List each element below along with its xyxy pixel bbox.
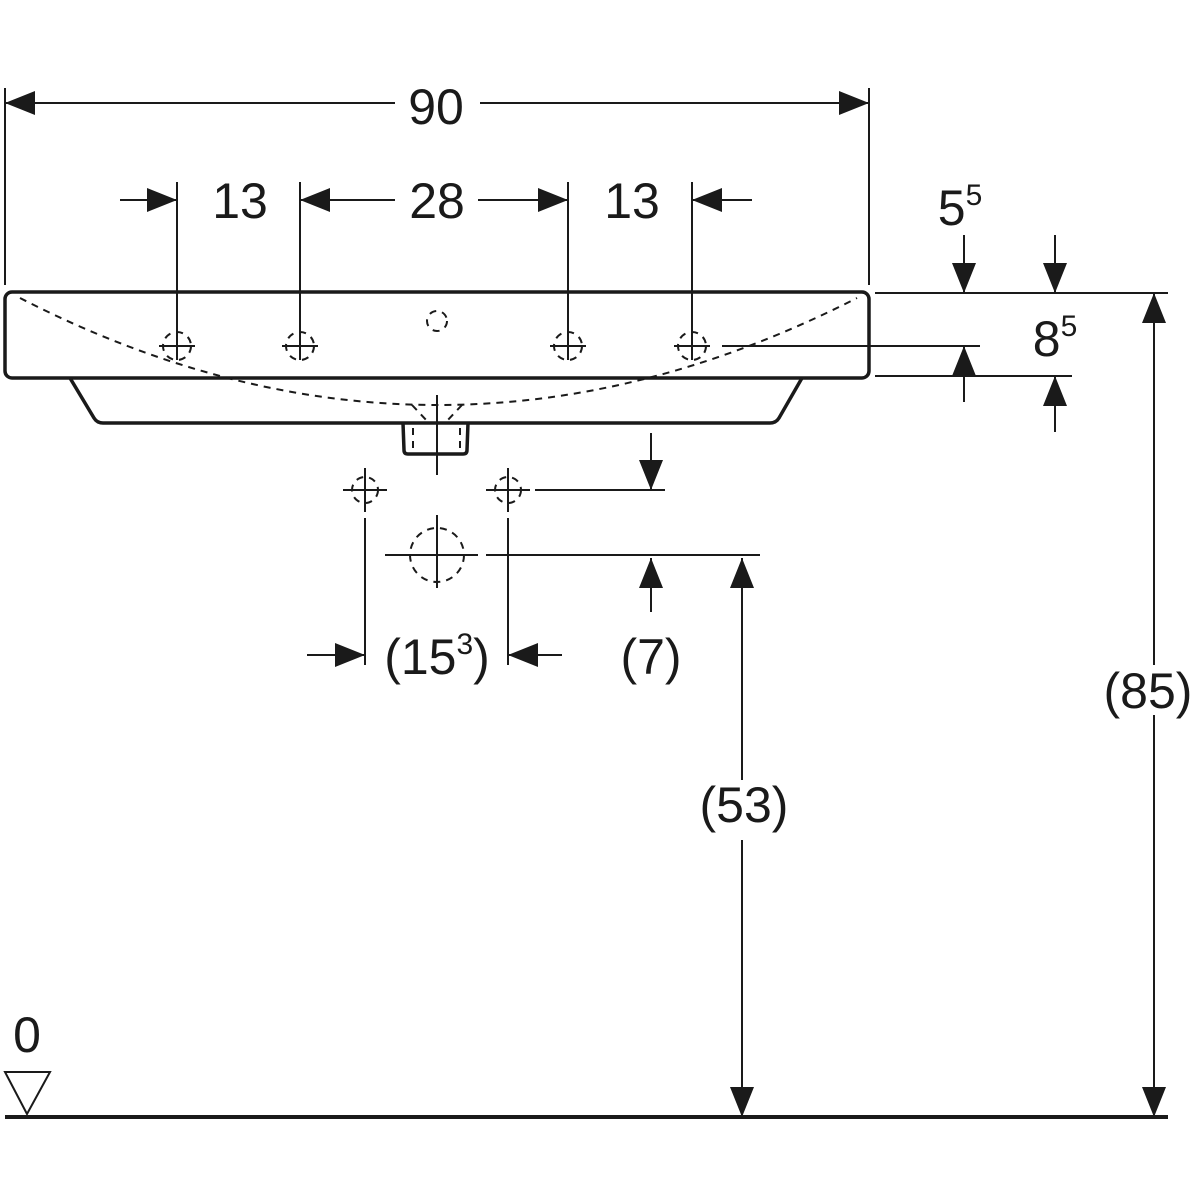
total-height-label: (85) xyxy=(1104,663,1193,719)
waste-spacing-dimension: (153) xyxy=(307,628,562,685)
center-spacing-label: 28 xyxy=(409,173,465,229)
rim-dimensions: 55 85 xyxy=(722,179,1077,432)
floor-level: 0 xyxy=(3,1007,1168,1119)
left-offset-label: 13 xyxy=(212,173,268,229)
waste-offset-label: (7) xyxy=(620,629,681,685)
overflow-hole xyxy=(426,310,448,332)
waste-height-label: (53) xyxy=(700,777,789,833)
tap-hole-spacing-dimension: 13 28 13 xyxy=(120,173,752,335)
washbasin-outline xyxy=(3,290,871,475)
right-offset-label: 13 xyxy=(604,173,660,229)
waste-connections xyxy=(343,468,760,665)
waste-spacing-label: (153) xyxy=(384,628,490,685)
hole-depth-label: 85 xyxy=(1033,310,1078,367)
waste-height-dimension: (53) xyxy=(700,558,789,1117)
total-height-dimension: (85) xyxy=(875,292,1193,1117)
floor-level-label: 0 xyxy=(13,1007,41,1063)
level-triangle-icon xyxy=(3,1071,52,1117)
overall-width-dimension: 90 xyxy=(4,79,870,285)
overall-width-label: 90 xyxy=(408,79,464,135)
tap-holes xyxy=(159,331,710,361)
top-offset-label: 55 xyxy=(938,179,983,236)
waste-offset-dimension: (7) xyxy=(620,433,682,685)
